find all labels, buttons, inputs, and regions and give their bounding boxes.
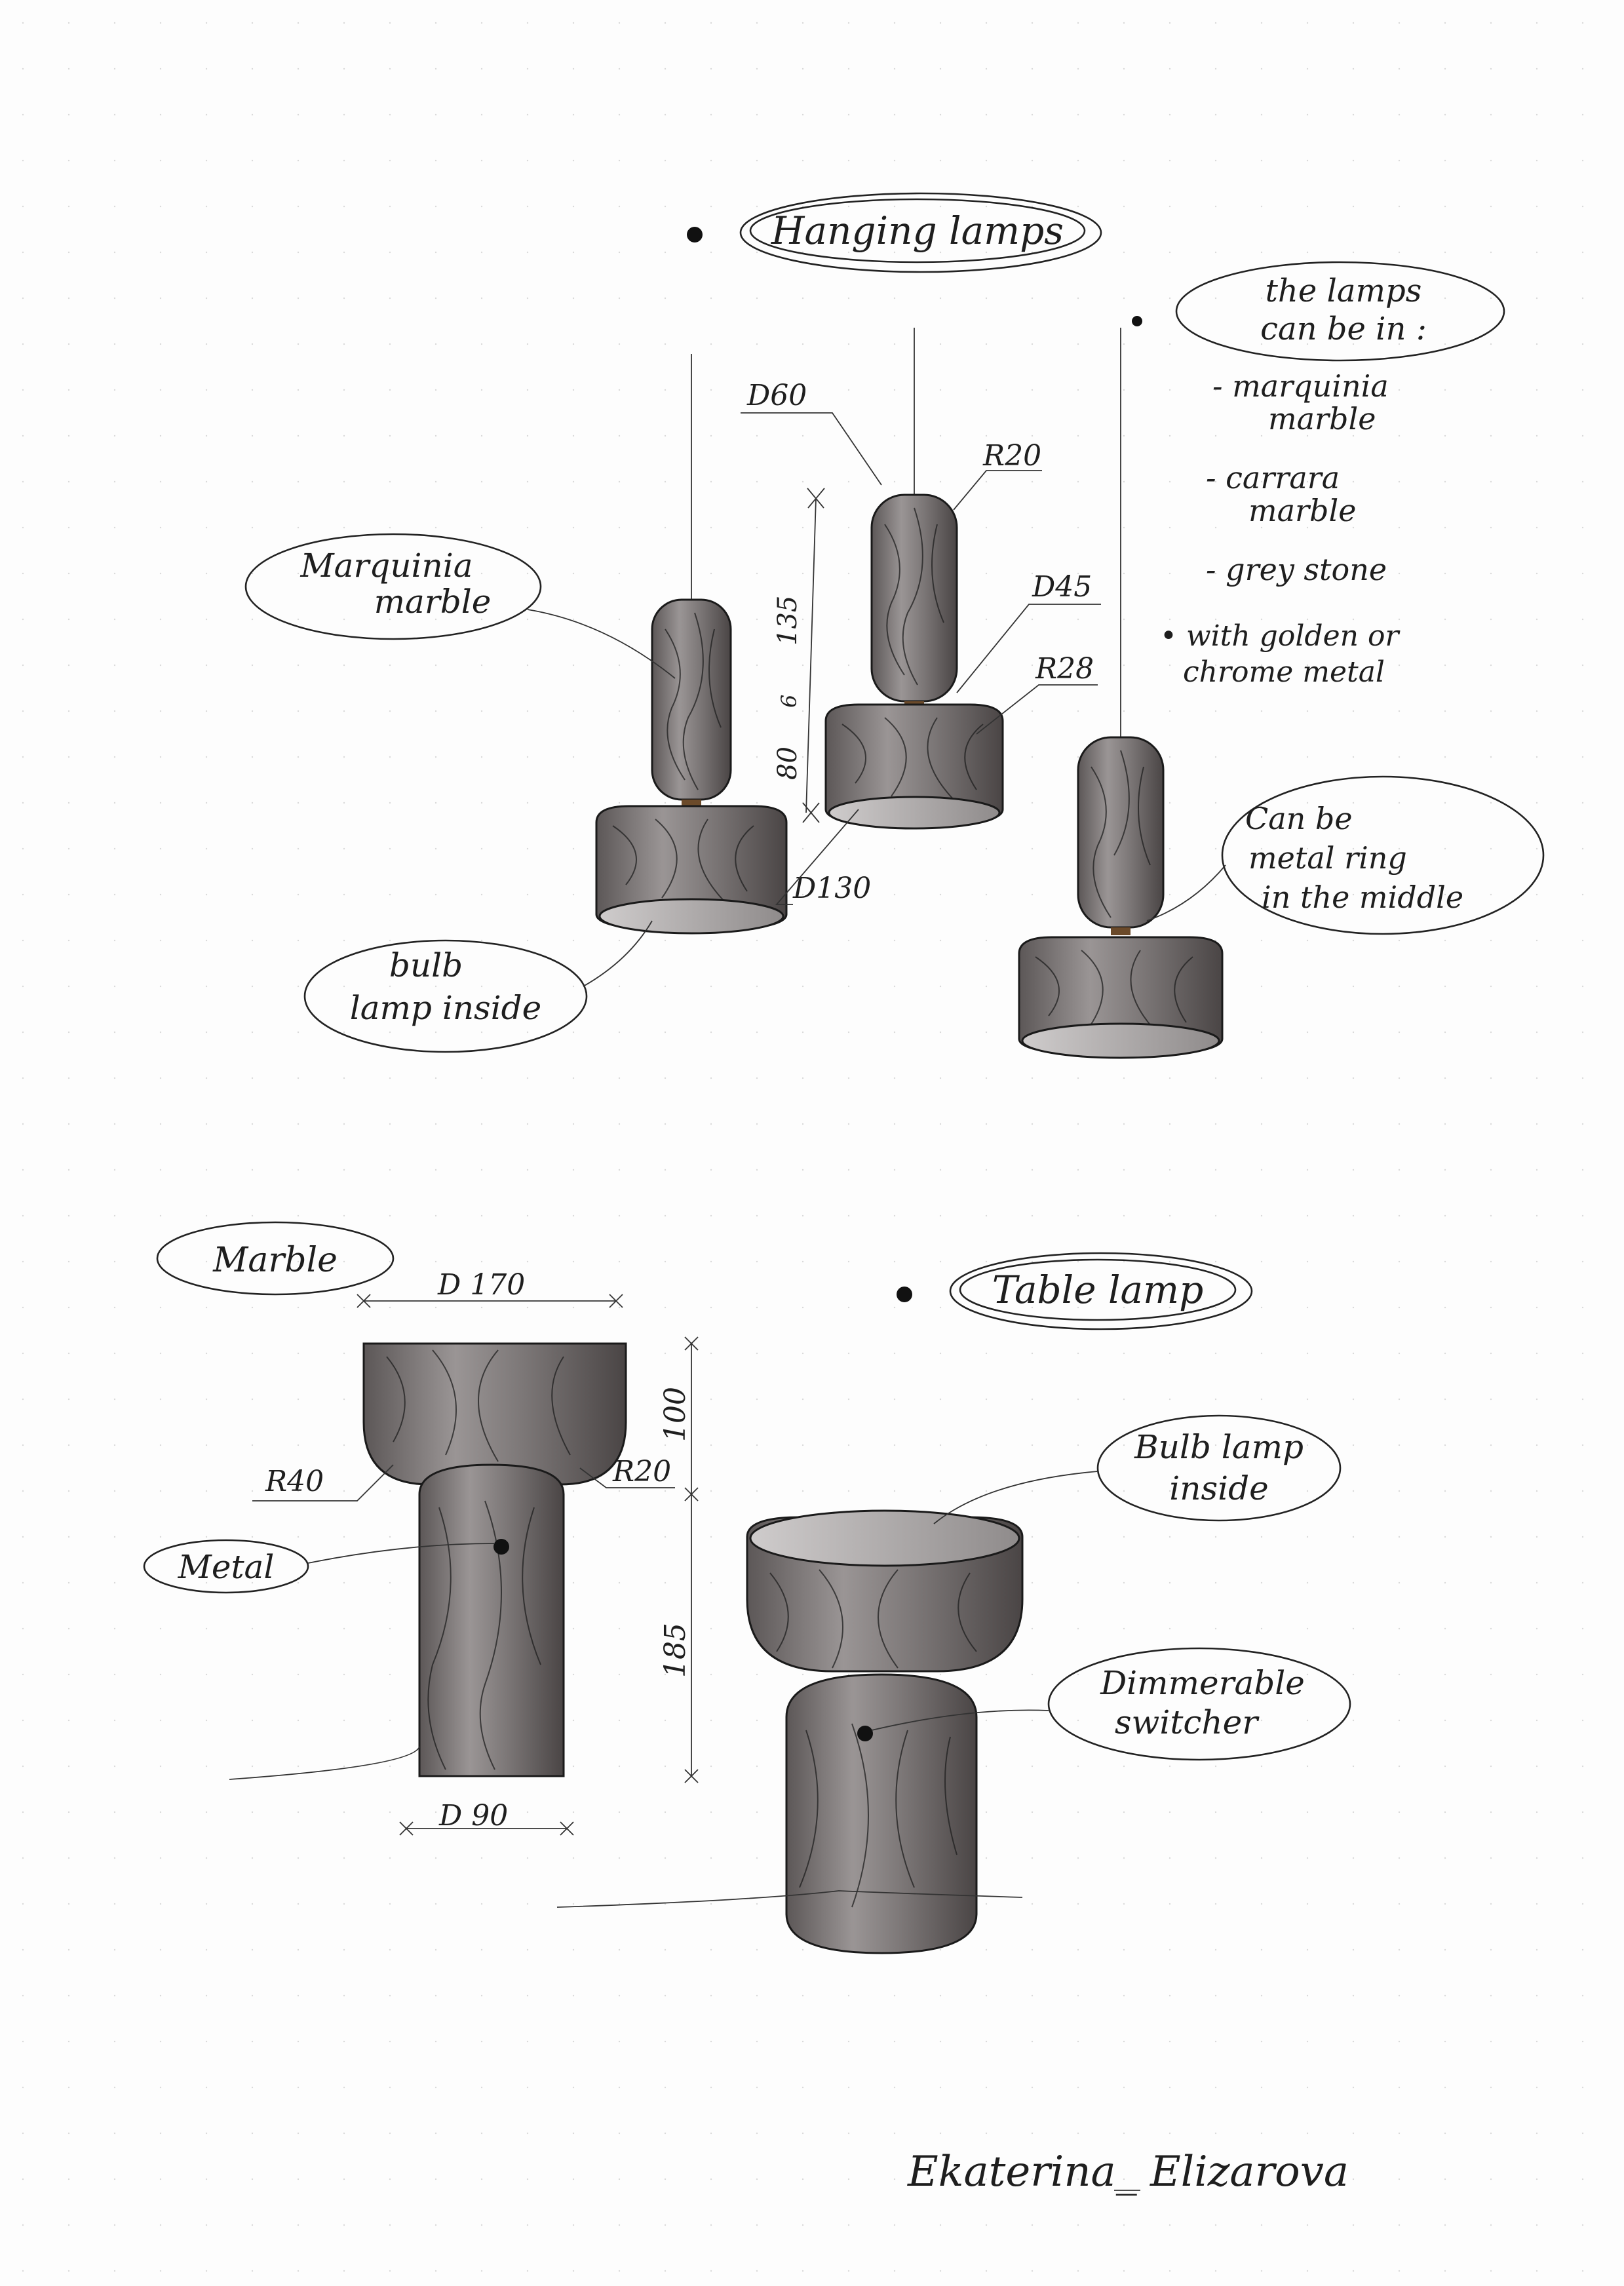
table-lamp-section: Table lamp D 170 100 185 R40 R20 D 90 Ma… xyxy=(143,1221,1351,1954)
callout-bubble-table-bulb xyxy=(1096,1414,1342,1522)
label-metal: Metal xyxy=(178,1548,275,1586)
hanging-lamp-right xyxy=(1018,328,1224,1059)
callout-bubble-switcher xyxy=(1047,1647,1351,1761)
dim-d60: D60 xyxy=(746,379,807,412)
dim-d130: D130 xyxy=(792,872,871,905)
callout-bubble-table-marble xyxy=(156,1221,395,1296)
bullet-dot-2 xyxy=(897,1287,912,1302)
label-switcher-2: switcher xyxy=(1115,1703,1260,1741)
table-lamp-dimensioned xyxy=(229,1342,627,1780)
materials-heading-1: the lamps xyxy=(1266,273,1422,309)
table-title-bubble xyxy=(949,1252,1253,1330)
table-title-bubble-inner xyxy=(959,1258,1237,1321)
callout-bubble-ring xyxy=(1221,775,1545,935)
label-bulb: bulb xyxy=(389,946,463,984)
title-bubble xyxy=(739,192,1102,273)
material-2b: marble xyxy=(1248,493,1356,528)
dim-d90: D 90 xyxy=(438,1799,508,1832)
material-1b: marble xyxy=(1268,401,1376,436)
material-3: - grey stone xyxy=(1206,552,1387,587)
callout-bubble-marble xyxy=(244,533,542,640)
label-switcher-1: Dimmerable xyxy=(1100,1664,1305,1702)
label-marble: marble xyxy=(374,583,492,621)
table-title: Table lamp xyxy=(992,1268,1203,1312)
dim-d170: D 170 xyxy=(437,1268,525,1302)
hanging-lamps-section: Hanging lamps xyxy=(244,192,1545,1059)
label-can-be: Can be xyxy=(1245,801,1353,836)
material-1a: - marquinia xyxy=(1212,368,1389,404)
hanging-title: Hanging lamps xyxy=(771,208,1064,253)
label-lamp-inside: lamp inside xyxy=(350,989,542,1027)
materials-heading-2: can be in : xyxy=(1260,311,1427,347)
materials-bubble xyxy=(1175,261,1505,362)
dim-6: 6 xyxy=(777,695,802,708)
label-table-bulb-1: Bulb lamp xyxy=(1134,1428,1304,1466)
material-note-1: • with golden or xyxy=(1160,619,1401,653)
dim-80: 80 xyxy=(773,746,803,780)
hanging-lamp-left xyxy=(595,354,788,935)
dim-r28: R28 xyxy=(1035,652,1094,686)
label-marquinia: Marquinia xyxy=(300,547,473,585)
material-note-2: chrome metal xyxy=(1183,655,1385,689)
label-metal-ring: metal ring xyxy=(1248,840,1407,876)
hanging-lamp-center xyxy=(824,328,1004,830)
material-2a: - carrara xyxy=(1206,460,1340,495)
bullet-dot xyxy=(687,227,703,242)
callout-bubble-bulb xyxy=(303,939,588,1053)
dim-185: 185 xyxy=(659,1623,692,1678)
signature: Ekaterina_ Elizarova xyxy=(907,2148,1349,2196)
label-in-the-middle: in the middle xyxy=(1262,880,1463,915)
dim-r40: R40 xyxy=(265,1465,324,1498)
table-lamp-shaded xyxy=(556,1509,1024,1954)
vertical-dim-line xyxy=(802,488,825,823)
label-table-bulb-2: inside xyxy=(1169,1469,1268,1507)
dim-100: 100 xyxy=(659,1387,692,1442)
dim-r20-table: R20 xyxy=(612,1455,671,1488)
title-bubble-inner xyxy=(749,198,1086,263)
callout-bubble-metal xyxy=(143,1539,309,1594)
dim-r20: R20 xyxy=(982,439,1041,473)
label-table-marble: Marble xyxy=(212,1241,338,1280)
dim-135: 135 xyxy=(773,596,803,646)
dim-d45: D45 xyxy=(1032,570,1092,604)
